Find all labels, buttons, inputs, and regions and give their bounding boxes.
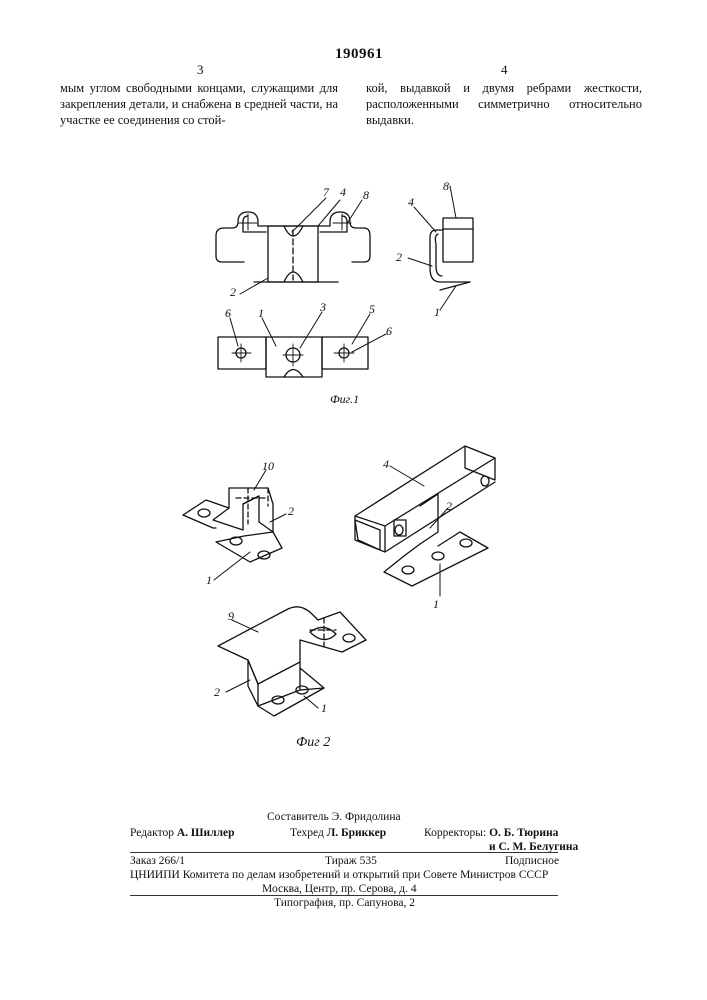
imprint-divider-top — [130, 852, 558, 853]
fig2-c-label-2: 2 — [214, 685, 220, 699]
fig2-b-label-4: 4 — [383, 457, 389, 471]
fig1-plan-label-3: 3 — [319, 300, 326, 314]
fig1-plan-label-5: 5 — [369, 302, 375, 316]
imprint-correctors-label: Корректоры: — [424, 827, 486, 839]
fig1-side-label-4: 4 — [408, 195, 414, 209]
fig1-side-label-1: 1 — [434, 305, 440, 319]
fig2-b-label-2: 2 — [446, 499, 452, 513]
fig1-label-8: 8 — [363, 188, 369, 202]
fig1-plan-label-6b: 6 — [386, 324, 392, 338]
fig2-variant-b — [355, 446, 495, 596]
imprint-editor: Редактор А. Шиллер — [130, 826, 235, 841]
fig2-c-label-9: 9 — [228, 609, 234, 623]
fig2-caption: Фиг 2 — [296, 735, 330, 750]
imprint-order: Заказ 266/1 — [130, 854, 185, 869]
fig2-label-10: 10 — [262, 459, 274, 473]
fig1-side-view — [408, 186, 473, 310]
fig1-label-2: 2 — [230, 285, 236, 299]
fig2-c-label-1: 1 — [321, 701, 327, 715]
fig1-plan-label-6: 6 — [225, 306, 231, 320]
imprint-subscription: Подписное — [505, 854, 559, 869]
fig1-plan-view — [218, 312, 386, 377]
imprint-editor-name: А. Шиллер — [177, 827, 235, 839]
fig2-a-label-2: 2 — [288, 504, 294, 518]
imprint-techred-name: Л. Бриккер — [327, 827, 386, 839]
imprint-techred: Техред Л. Бриккер — [290, 826, 386, 841]
imprint-circulation: Тираж 535 — [325, 854, 377, 869]
fig1-label-4: 4 — [340, 185, 346, 199]
fig1-side-label-8: 8 — [443, 179, 449, 193]
imprint-editor-label: Редактор — [130, 827, 174, 839]
imprint-printer: Типография, пр. Сапунова, 2 — [274, 896, 415, 911]
imprint-techred-label: Техред — [290, 827, 324, 839]
fig1-front-view — [216, 198, 370, 294]
fig2-a-label-1: 1 — [206, 573, 212, 587]
figure-labels: 7 4 8 2 8 4 2 1 6 1 3 5 6 10 2 1 4 2 1 9… — [206, 179, 452, 750]
imprint-correctors: Корректоры: О. Б. Тюрина — [424, 826, 558, 841]
imprint-organization: ЦНИИПИ Комитета по делам изобретений и о… — [130, 868, 548, 883]
imprint-corrector-1: О. Б. Тюрина — [489, 827, 558, 839]
fig2-b-label-1: 1 — [433, 597, 439, 611]
fig1-side-label-2: 2 — [396, 250, 402, 264]
fig1-label-7: 7 — [323, 185, 330, 199]
fig1-caption: Фиг.1 — [330, 392, 359, 406]
fig2-variant-c — [218, 607, 366, 716]
fig2-variant-a — [183, 470, 286, 580]
fig1-plan-label-1: 1 — [258, 306, 264, 320]
imprint-compiler: Составитель Э. Фридолина — [267, 810, 401, 825]
